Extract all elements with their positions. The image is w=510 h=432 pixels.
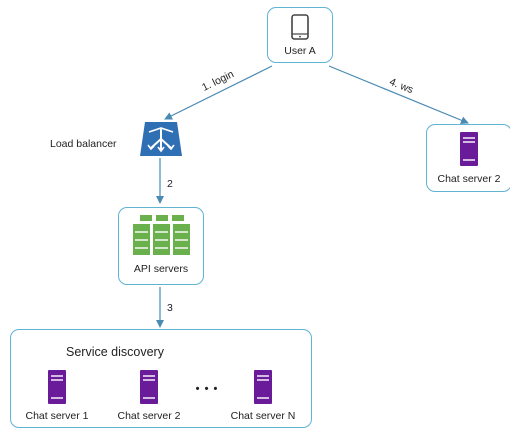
- edge-ws: [328, 65, 469, 125]
- ellipsis: • • •: [195, 383, 219, 395]
- edge-login: [164, 65, 273, 120]
- server-icon: [140, 370, 158, 404]
- api-servers-node: API servers: [118, 207, 204, 285]
- chat-server-n-label: Chat server N: [230, 410, 296, 422]
- api-servers-label: API servers: [133, 263, 189, 275]
- server-icon: [48, 370, 66, 404]
- edge-label-2: 2: [167, 178, 173, 190]
- load-balancer-label: Load balancer: [50, 138, 117, 150]
- phone-icon: [291, 14, 309, 40]
- server-icon: [460, 132, 478, 166]
- edge-label-3: 3: [167, 302, 173, 314]
- user-a-label: User A: [284, 45, 316, 57]
- server-icon: [254, 370, 272, 404]
- chat-server-2-group-label: Chat server 2: [117, 410, 181, 422]
- chat-server-1-label: Chat server 1: [25, 410, 89, 422]
- user-a-node: User A: [267, 7, 333, 63]
- service-discovery-title: Service discovery: [66, 345, 164, 359]
- server-rack-icon: [133, 215, 190, 255]
- chat-server-2-node: Chat server 2: [426, 124, 510, 192]
- chat-server-2-label: Chat server 2: [437, 173, 501, 185]
- load-balancer-icon: [140, 122, 182, 156]
- service-discovery-group: Service discovery Chat server 1 Chat ser…: [10, 329, 312, 428]
